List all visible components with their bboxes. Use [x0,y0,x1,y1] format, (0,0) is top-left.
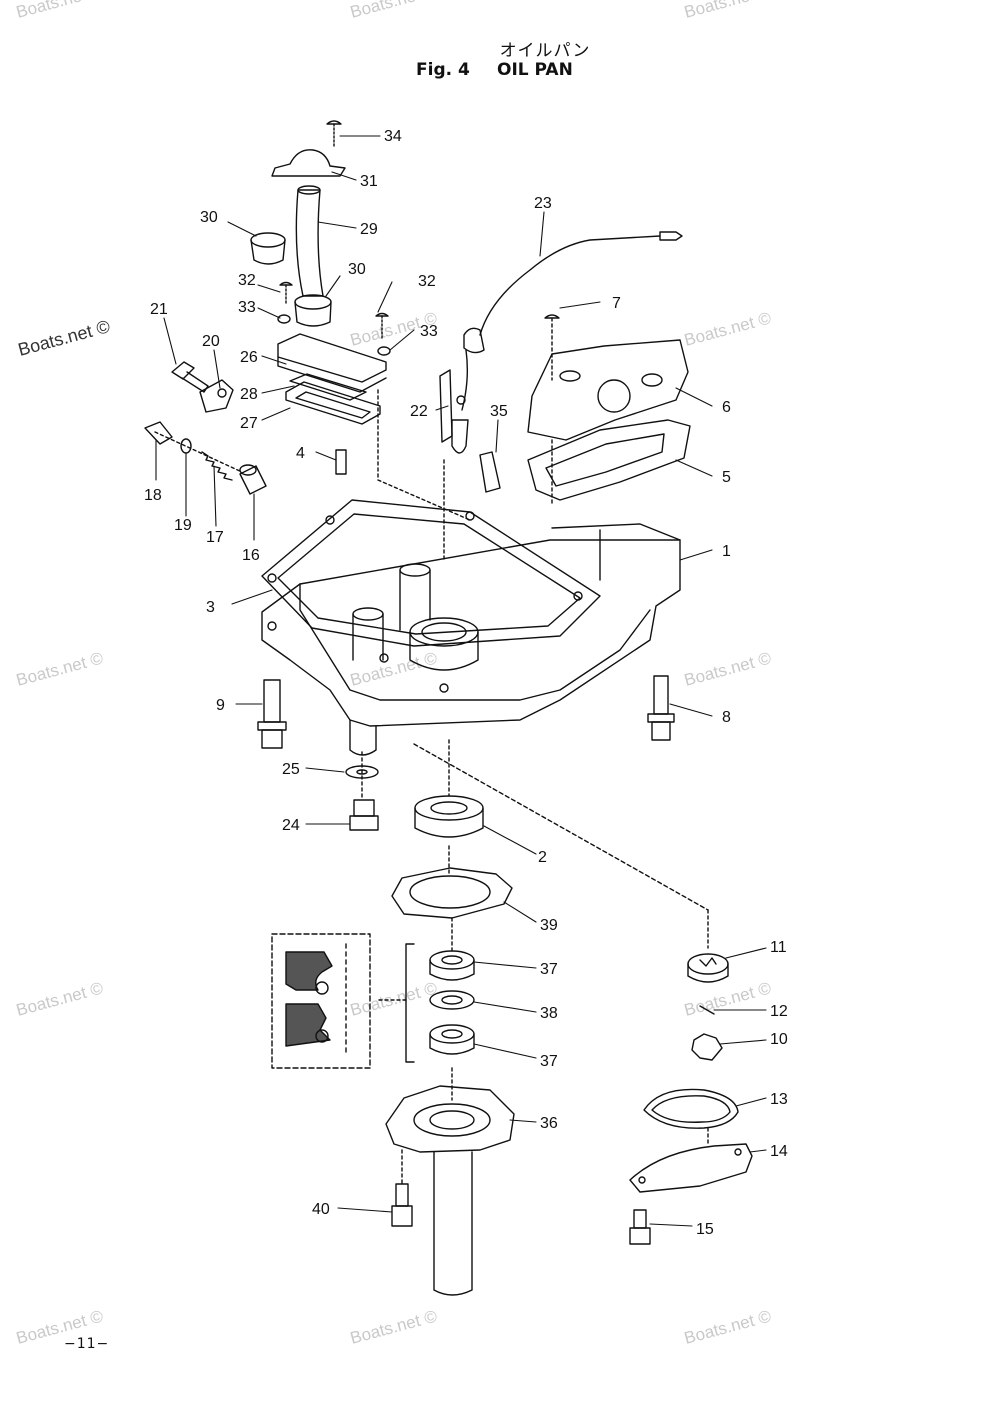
figure-number: Fig. 4 [416,60,470,80]
callout-label: 25 [282,761,300,778]
callout-label: 34 [384,128,402,145]
callout-label: 28 [240,386,258,403]
oil-pump-parts [413,743,753,1245]
seal-section-detail [271,933,371,1069]
cover-plate-assembly [527,314,691,506]
callout-label: 32 [418,273,436,290]
drive-shaft-housing [385,1067,515,1296]
watermark-layer: Boats.net © Boats.net © Boats.net © Boat… [14,0,773,1348]
watermark: Boats.net © [14,648,105,690]
callout-label: 21 [150,301,168,318]
callout-label: 3 [206,599,215,616]
callout-label: 32 [238,272,256,289]
watermark: Boats.net © [348,648,439,690]
watermark: Boats.net © [14,978,105,1020]
watermark: Boats.net © [14,0,105,22]
callout-label: 20 [202,333,220,350]
watermark: Boats.net © [682,308,773,350]
callout-label: 14 [770,1143,788,1160]
callout-label: 11 [770,939,787,956]
callout-label: 35 [490,403,508,420]
seal-gasket [391,845,513,919]
callout-label: 1 [722,543,731,560]
callout-label: 18 [144,487,162,504]
callout-label: 33 [238,299,256,316]
callout-label: 31 [360,173,378,190]
callout-label: 30 [348,261,366,278]
figure-title-japanese: オイルパン [499,41,591,61]
callout-label: 15 [696,1221,714,1238]
callout-label: 8 [722,709,731,726]
figure-title: OIL PAN [497,60,573,80]
oil-pan-body [261,389,681,756]
watermark: Boats.net © [682,1306,773,1348]
watermark: Boats.net © [348,1306,439,1348]
watermark: Boats.net © [348,0,439,22]
callout-label: 6 [722,399,731,416]
callout-label: 7 [612,295,621,312]
flange-bolts [257,675,675,749]
leader-lines [155,135,767,1227]
callout-label: 30 [200,209,218,226]
oil-seal [414,739,484,838]
callout-label: 23 [534,195,552,212]
seal-stack [375,917,475,1063]
callout-label: 16 [242,547,260,564]
callout-label: 37 [540,1053,558,1070]
callout-labels: 34 31 29 30 30 32 33 32 33 26 28 27 21 2… [144,128,788,1238]
watermark: Boats.net © [348,978,439,1020]
callout-label: 12 [770,1003,788,1020]
callout-label: 22 [410,403,428,420]
callout-label: 40 [312,1201,330,1218]
callout-label: 38 [540,1005,558,1022]
relief-valve-parts [144,361,267,495]
callout-label: 33 [420,323,438,340]
callout-label: 9 [216,697,225,714]
callout-label: 2 [538,849,547,866]
callout-label: 29 [360,221,378,238]
watermark: Boats.net © [682,648,773,690]
callout-label: 5 [722,469,731,486]
breather-assembly [250,120,391,425]
callout-label: 24 [282,817,300,834]
callout-label: 36 [540,1115,558,1132]
callout-label: 19 [174,517,192,534]
callout-label: 13 [770,1091,788,1108]
watermark: Boats.net © [682,978,773,1020]
callout-label: 4 [296,445,305,462]
housing-bolt [391,1149,413,1227]
dowel-pin [335,449,347,475]
callout-label: 26 [240,349,258,366]
drain-plug-assembly [345,751,379,831]
oil-level-sensor [439,231,683,493]
callout-label: 37 [540,961,558,978]
callout-label: 10 [770,1031,788,1048]
page-number: −11− [64,1336,110,1352]
watermark: Boats.net © [682,0,773,22]
callout-label: 39 [540,917,558,934]
callout-label: 17 [206,529,224,546]
watermark-prominent: Boats.net © [16,316,112,360]
callout-label: 27 [240,415,258,432]
